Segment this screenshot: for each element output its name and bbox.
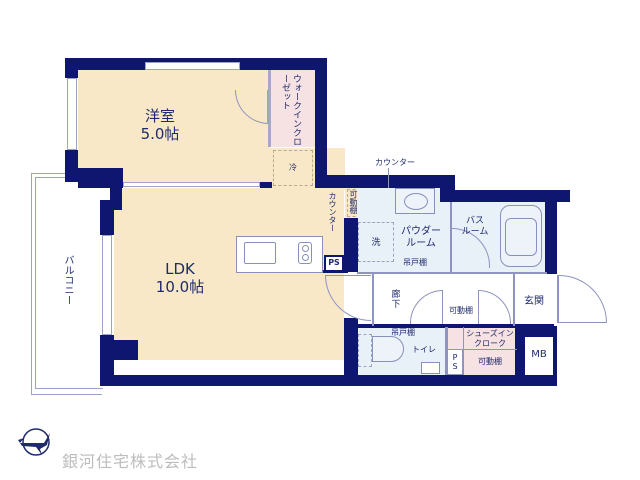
wall bbox=[327, 175, 455, 188]
window-top bbox=[145, 62, 240, 70]
wall bbox=[260, 182, 272, 188]
window-ldk-balcony bbox=[102, 235, 112, 335]
wall bbox=[455, 190, 570, 202]
bath-room-label: バス ルーム bbox=[461, 216, 489, 237]
washer-label: 洗 bbox=[371, 238, 381, 248]
balcony-label: バルコニー bbox=[62, 255, 73, 305]
ldk-label: LDK 10.0帖 bbox=[155, 260, 205, 296]
hanging-cabinet-toilet-label: 吊戸棚 bbox=[391, 328, 415, 337]
ps-label-kitchen: PS bbox=[328, 258, 340, 267]
western-room-floor bbox=[78, 70, 270, 185]
counter-label-side: カウンター bbox=[328, 192, 337, 232]
walk-in-closet bbox=[270, 70, 316, 147]
wall bbox=[65, 150, 78, 182]
wall bbox=[553, 326, 557, 386]
wall bbox=[515, 326, 525, 378]
stove-icon bbox=[298, 242, 312, 264]
wall bbox=[100, 200, 114, 235]
hand-wash-icon bbox=[421, 362, 440, 374]
powder-room-label: パウダー ルーム bbox=[401, 226, 441, 249]
hallway-label: 廊 下 bbox=[391, 290, 401, 310]
ps-box-hall bbox=[447, 349, 463, 375]
ldk-floor bbox=[114, 188, 344, 360]
wall bbox=[315, 58, 327, 188]
movable-shelf-shoes-label: 可動棚 bbox=[478, 357, 502, 366]
walk-in-closet-label: ウォークインクローゼット bbox=[280, 74, 301, 146]
crane-in-circle-icon bbox=[14, 425, 54, 461]
toilet-label: トイレ bbox=[412, 345, 436, 354]
ps-box-kitchen bbox=[324, 255, 344, 272]
window-left-western bbox=[67, 78, 77, 150]
wall bbox=[65, 58, 78, 78]
toilet-icon bbox=[372, 336, 404, 362]
wall bbox=[545, 190, 557, 274]
counter-label-top: カウンター bbox=[375, 158, 415, 167]
wall bbox=[100, 335, 114, 385]
mb-closet bbox=[525, 337, 552, 375]
entrance-floor bbox=[514, 274, 554, 326]
wall bbox=[100, 375, 555, 386]
sink-icon bbox=[244, 242, 276, 264]
company-name: 銀河住宅株式会社 bbox=[62, 452, 199, 471]
entrance-door[interactable] bbox=[557, 275, 607, 323]
wall bbox=[114, 340, 138, 360]
balcony bbox=[31, 173, 103, 395]
mb-label: MB bbox=[531, 349, 547, 360]
fridge-space bbox=[271, 148, 315, 186]
movable-shelf-hall-label: 可動棚 bbox=[449, 306, 473, 315]
fridge-label: 冷 bbox=[289, 163, 297, 172]
washer-space bbox=[358, 222, 394, 262]
western-room-label: 洋室 5.0帖 bbox=[140, 107, 180, 143]
washbasin-icon bbox=[395, 188, 435, 214]
shoes-in-closet-label: シューズイン クローク bbox=[466, 329, 514, 348]
wall bbox=[344, 318, 358, 378]
ps-label-hall: P S bbox=[452, 353, 458, 371]
wall bbox=[344, 324, 554, 328]
wall bbox=[440, 175, 455, 202]
wall bbox=[344, 218, 358, 272]
window-partition bbox=[123, 182, 260, 187]
wall bbox=[268, 70, 271, 147]
wall bbox=[515, 326, 555, 337]
movable-shelf-kitchen-label: 可動棚 bbox=[349, 190, 358, 214]
bathtub-icon bbox=[500, 205, 542, 267]
entrance-label: 玄関 bbox=[524, 296, 544, 307]
hanging-cabinet-powder-label: 吊戸棚 bbox=[403, 258, 427, 267]
